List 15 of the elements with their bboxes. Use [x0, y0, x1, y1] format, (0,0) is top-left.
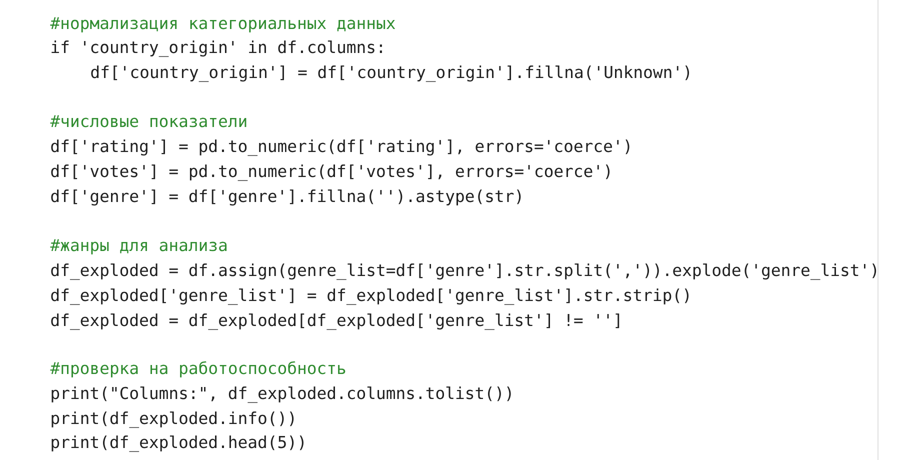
code-line: df['genre'] = df['genre'].fillna('').astype(str) [51, 189, 521, 206]
code-line: df_exploded['genre_list'] = df_exploded['genre_list'].str.strip() [51, 288, 688, 305]
code-comment: #числовые показатели [50, 115, 246, 128]
code-comment: #проверка на работоспособность [50, 361, 346, 378]
code-comment: #жанры для анализа [50, 239, 227, 254]
code-line: print(df_exploded.info()) [52, 411, 294, 428]
code-line: df_exploded = df_exploded[df_exploded['genre_list'] != ''] [51, 313, 620, 330]
code-line: print("Columns:", df_exploded.columns.tolist()) [52, 386, 511, 403]
code-line: df['rating'] = pd.to_numeric(df['rating'], errors='coerce') [51, 140, 630, 156]
code-line: df['country_origin'] = df['country_origin'].fillna('Unknown') [91, 65, 690, 82]
code-line: print(df_exploded.head(5)) [52, 435, 304, 452]
code-comment: #нормализация категориальных данных [50, 17, 396, 32]
code-line: df['votes'] = pd.to_numeric(df['votes'], errors='coerce') [51, 164, 610, 181]
code-line: df_exploded = df.assign(genre_list=df['genre'].str.split(',')).explode('genre_list') [51, 263, 876, 280]
code-line: if 'country_origin' in df.columns: [52, 40, 382, 57]
